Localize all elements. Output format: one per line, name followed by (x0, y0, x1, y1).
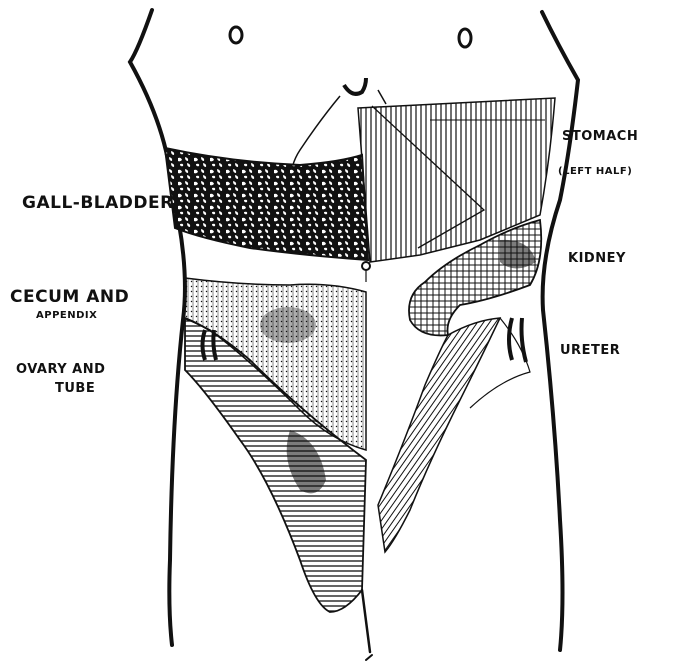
label-stomach: STOMACH (562, 129, 638, 144)
nipples (230, 27, 471, 47)
umbilicus (362, 262, 370, 270)
gall-bladder-zone (165, 148, 368, 260)
label-appendix: APPENDIX (36, 310, 97, 321)
label-ureter: URETER (560, 343, 620, 358)
label-cecum: CECUM AND (10, 287, 129, 307)
xiphoid-mark (344, 78, 366, 94)
label-gall-bladder: GALL-BLADDER (22, 193, 174, 213)
label-kidney: KIDNEY (568, 251, 626, 266)
label-stomach-sub: (LEFT HALF) (558, 166, 632, 177)
ureter-mark (509, 318, 526, 362)
label-ovary: OVARY AND (16, 362, 105, 377)
label-tube: TUBE (55, 381, 95, 396)
ureter-zone (378, 318, 500, 552)
